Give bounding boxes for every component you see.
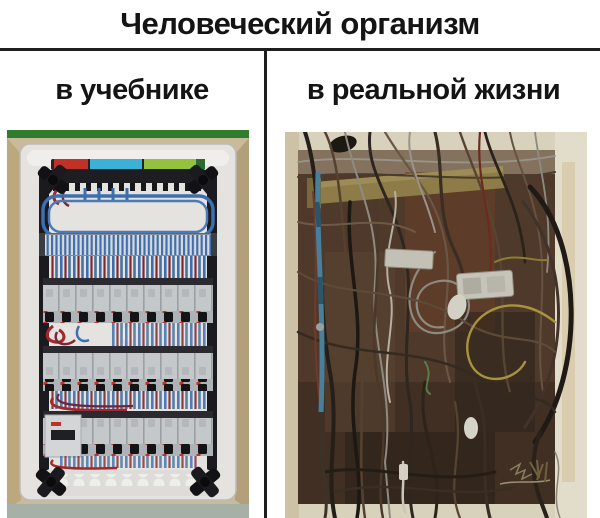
tangled-wires-photo [285, 132, 587, 518]
header-divider [0, 48, 600, 51]
left-column-label: в учебнике [55, 74, 209, 106]
breaker-panel-illustration [7, 130, 249, 518]
column-divider [264, 48, 267, 518]
tangled-wires-illustration [285, 132, 587, 518]
tidy-breaker-panel-photo [7, 130, 249, 518]
meme-title: Человеческий организм [120, 6, 480, 41]
right-column-label: в реальной жизни [306, 74, 561, 106]
